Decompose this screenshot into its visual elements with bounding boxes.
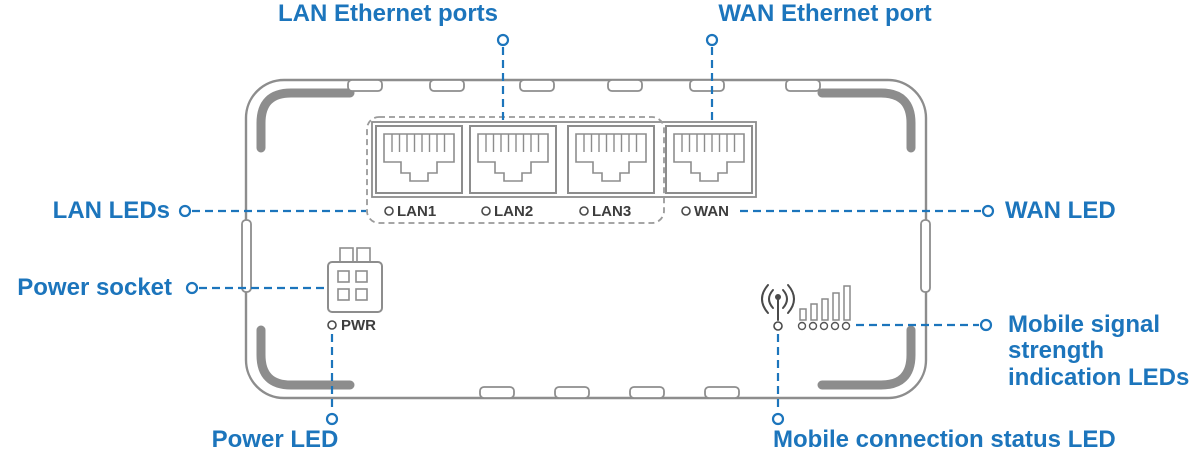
antenna-wave (787, 284, 795, 314)
signal-strength-leds (797, 321, 851, 331)
socket-pin (355, 288, 368, 301)
signal-bar (799, 308, 807, 321)
lan2-port (469, 125, 557, 194)
bottom-vents (479, 386, 740, 399)
lan1-label: LAN1 (397, 203, 436, 220)
antenna-wave (761, 284, 769, 314)
lan-group-outline (366, 116, 665, 224)
antenna-dot (775, 294, 781, 300)
lan1-port (375, 125, 463, 194)
pwr-label: PWR (341, 317, 376, 334)
mobile-signal-icons (761, 284, 851, 331)
top-vents (347, 79, 821, 92)
power-socket: PWR (327, 247, 383, 334)
signal-bar (810, 303, 818, 321)
lan1-led (384, 206, 394, 216)
signal-led (830, 321, 840, 331)
corner-ridge-top-left (256, 88, 355, 153)
lan3-led (579, 206, 589, 216)
antenna-wave (782, 289, 788, 309)
wan-port (665, 125, 753, 194)
lan3-label: LAN3 (592, 203, 631, 220)
signal-led (841, 321, 851, 331)
callout-endpoints (178, 33, 995, 426)
signal-led (808, 321, 818, 331)
vent-slot (554, 386, 590, 399)
port-leds: LAN1 LAN2 LAN3 WAN (384, 203, 729, 220)
lan2-led (481, 206, 491, 216)
signal-led (819, 321, 829, 331)
vent-slot (429, 79, 465, 92)
callout-lines (192, 47, 981, 412)
callout-power-led-label: Power LED (211, 426, 339, 453)
socket-pin (337, 270, 350, 283)
signal-bar (821, 298, 829, 321)
signal-bar (832, 292, 840, 321)
callout-wan-led-label: WAN LED (1005, 197, 1116, 224)
mobile-status-led (773, 321, 783, 331)
socket-pin (337, 288, 350, 301)
vent-slot (519, 79, 555, 92)
corner-ridges (256, 88, 916, 390)
signal-bar (843, 285, 851, 321)
callout-dot-mobile-status (771, 412, 785, 426)
callout-lan-ports-label: LAN Ethernet ports (277, 0, 498, 27)
socket-pins (337, 270, 368, 301)
vent-slot (785, 79, 821, 92)
signal-led (797, 321, 807, 331)
lan3-port (567, 125, 655, 194)
callout-dot-wan-port (705, 33, 719, 47)
callout-dot-wan-led (981, 204, 995, 218)
callout-dot-lan-ports (496, 33, 510, 47)
callout-wan-port-label: WAN Ethernet port (718, 0, 932, 27)
socket-tab (339, 247, 354, 264)
corner-ridge-top-right (817, 88, 916, 153)
lan2-label: LAN2 (494, 203, 533, 220)
callout-signal-leds-label: Mobile signal strength indication LEDs (1008, 311, 1190, 391)
socket-housing (327, 261, 383, 313)
wan-label: WAN (694, 203, 729, 220)
side-notch-left (241, 219, 252, 293)
callout-lan-leds-label: LAN LEDs (52, 197, 170, 224)
vent-slot (479, 386, 515, 399)
antenna-icon (761, 284, 795, 321)
socket-pin (355, 270, 368, 283)
callout-dot-power-led (325, 412, 339, 426)
callout-dot-power-socket (185, 281, 199, 295)
callout-dot-lan-leds (178, 204, 192, 218)
callout-power-socket-label: Power socket (17, 274, 172, 301)
power-led (327, 320, 337, 330)
vent-slot (347, 79, 383, 92)
callout-dot-signal-leds (979, 318, 993, 332)
ethernet-ports (366, 116, 757, 224)
corner-ridge-bottom-right (817, 325, 916, 390)
corner-ridge-bottom-left (256, 325, 355, 390)
signal-bars-icon (799, 285, 851, 321)
vent-slot (689, 79, 725, 92)
callout-mobile-status-label: Mobile connection status LED (773, 426, 1116, 453)
vent-slot (607, 79, 643, 92)
vent-slot (704, 386, 740, 399)
socket-tab (356, 247, 371, 264)
antenna-wave (768, 289, 774, 309)
vent-slot (629, 386, 665, 399)
wan-led (681, 206, 691, 216)
side-notch-right (920, 219, 931, 293)
